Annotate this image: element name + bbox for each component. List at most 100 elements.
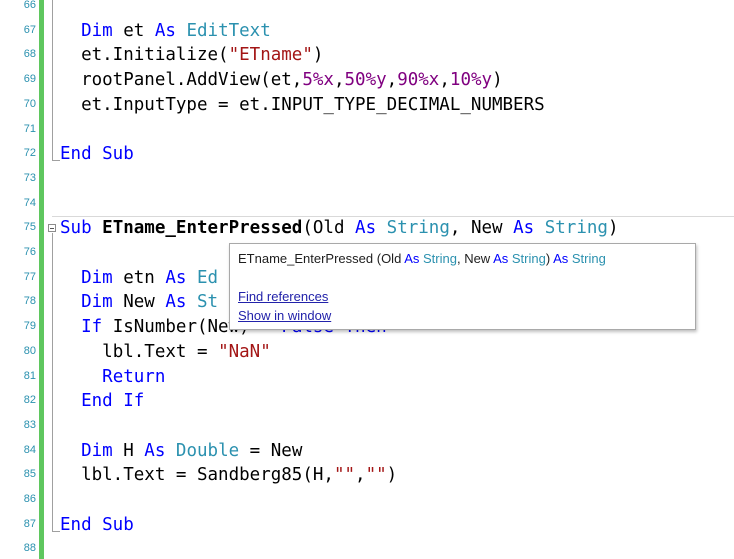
code-token [165,441,176,461]
code-token: , [333,70,345,91]
code-line[interactable]: 74 [0,192,734,217]
find-references-link[interactable]: Find references [238,289,329,304]
show-in-window-link[interactable]: Show in window [238,308,332,323]
code-line[interactable]: 87 End Sub [0,513,734,538]
line-number: 88 [23,542,36,555]
line-number: 87 [23,517,36,530]
code-token: St [197,292,219,313]
code-token: (Old [302,218,356,239]
line-number: 68 [23,48,36,61]
code-text: et.Initialize("ETname") [60,43,323,68]
code-token: End Sub [60,144,134,165]
code-token: et.Initialize( [81,45,229,66]
code-token: Return [102,366,166,387]
code-text: et.InputType = et.INPUT_TYPE_DECIMAL_NUM… [60,93,545,118]
code-line[interactable]: 83 [0,414,734,439]
code-line[interactable]: 84 Dim H As Double = New [0,439,734,464]
outline-end-tick [52,160,60,162]
code-token: et.InputType = et.INPUT_TYPE_DECIMAL_NUM… [81,94,545,115]
code-line[interactable]: 73 [0,167,734,192]
code-line[interactable]: 86 [0,488,734,513]
code-token: et [112,20,155,41]
outline-bracket [52,233,53,531]
code-token: = New [239,440,303,461]
line-number: 76 [23,246,36,258]
code-token: 90%x [397,70,440,91]
code-token: As [154,20,176,41]
line-number: 70 [23,97,36,110]
code-token [186,268,197,288]
code-line[interactable]: 68 et.Initialize("ETname") [0,43,734,68]
outline-end-tick [52,530,60,532]
code-text: rootPanel.AddView(et,5%x,50%y,90%x,10%y) [60,68,503,93]
line-number: 73 [23,171,36,184]
code-line[interactable]: 78 Dim New As St [0,290,734,315]
line-number: 85 [23,468,36,481]
code-token: Dim [81,292,113,313]
signature-token: String [571,251,606,266]
code-token: Dim [81,20,113,41]
code-token: As [165,292,187,313]
signature-token: ETname_EnterPressed (Old [238,251,405,266]
code-token [176,21,187,41]
method-signature: ETname_EnterPressed (Old As String, New … [238,251,606,266]
code-text: End Sub [60,513,134,538]
method-separator [52,215,734,217]
code-text: Dim New As St [60,290,218,315]
code-token: ) [312,45,324,66]
code-token: As [165,267,187,288]
code-token: Sub [60,218,92,239]
signature-token: String [423,251,457,266]
code-line[interactable]: 77 Dim etn As Ed [0,266,734,291]
code-text: Sub ETname_EnterPressed(Old As String, N… [60,216,618,241]
signature-token: ) [545,251,554,266]
code-line[interactable]: 88 [0,537,734,559]
code-line[interactable]: 69 rootPanel.AddView(et,5%x,50%y,90%x,10… [0,68,734,93]
line-number-gutter [0,0,36,559]
code-token [186,292,197,312]
code-token: , [439,70,450,91]
quick-info-tooltip: ETname_EnterPressed (Old As String, New … [229,243,696,330]
code-line[interactable]: 81 Return [0,365,734,390]
code-text: Dim et As EditText [60,19,271,44]
code-line[interactable]: 80 lbl.Text = "NaN" [0,340,734,365]
signature-token: As [553,251,569,266]
code-token: Dim [81,440,113,461]
code-text: Return [60,365,165,390]
code-token: ) [607,218,619,239]
signature-token: String [511,251,546,266]
code-token: 10%y [449,70,493,91]
code-token: As [144,440,166,461]
code-token: etn [112,267,166,288]
code-line[interactable]: 76 [0,241,734,266]
code-token: rootPanel.AddView(et, [81,70,303,91]
code-token: String [386,218,450,239]
line-number: 82 [23,394,36,407]
code-token: H [112,440,145,461]
line-number: 66 [23,0,36,11]
code-line[interactable]: 67 Dim et As EditText [0,19,734,44]
code-line[interactable]: 75 Sub ETname_EnterPressed(Old As String,… [0,216,734,241]
code-line[interactable]: 66 [0,0,734,19]
code-token: lbl.Text = Sandberg85(H, [81,465,334,486]
code-text: lbl.Text = "NaN" [60,340,271,365]
line-number: 75 [23,221,36,234]
code-text: Dim etn As Ed [60,266,218,291]
line-number: 77 [23,270,36,283]
code-token: Dim [81,267,113,288]
line-number: 69 [23,73,36,86]
code-text: Dim H As Double = New [60,439,302,464]
code-line[interactable]: 70 et.InputType = et.INPUT_TYPE_DECIMAL_… [0,93,734,118]
code-line[interactable]: 71 [0,118,734,143]
code-token: "NaN" [218,341,271,362]
code-token: New [112,292,166,313]
collapse-toggle-icon[interactable] [48,224,56,233]
line-number: 67 [23,23,36,36]
code-text: End Sub [60,142,134,167]
outline-bracket [52,0,53,161]
code-text: lbl.Text = Sandberg85(H,"","") [60,463,397,488]
code-line[interactable]: 85 lbl.Text = Sandberg85(H,"","") [0,463,734,488]
code-line[interactable]: 82 End If [0,389,734,414]
